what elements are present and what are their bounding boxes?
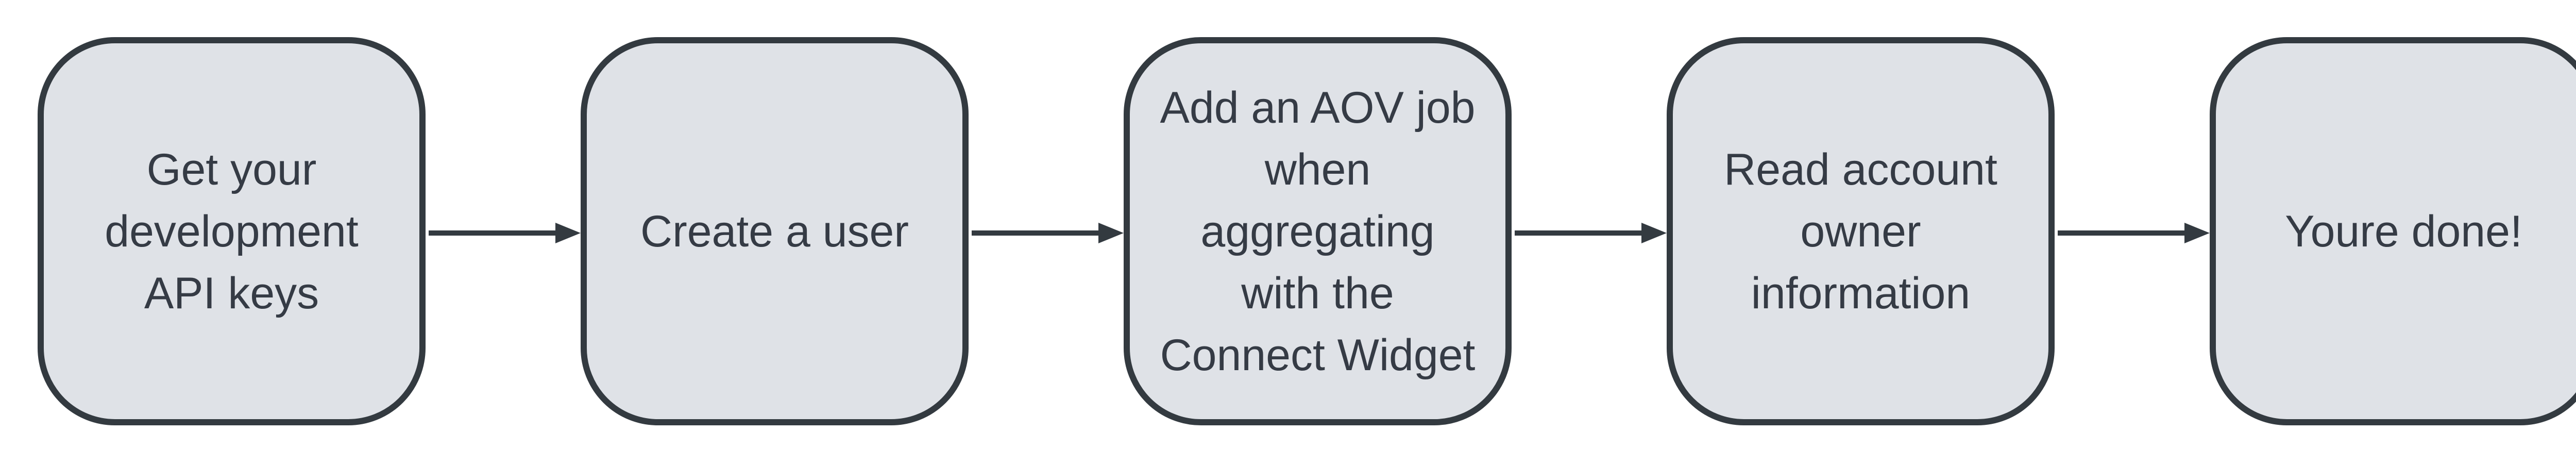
step-read-account-owner: Read account owner information (1667, 37, 2055, 425)
arrow-1 (429, 223, 581, 243)
arrow-4 (2058, 223, 2210, 243)
step-get-api-keys: Get your development API keys (38, 37, 426, 425)
step-label: Read account owner information (1724, 144, 1997, 318)
step-done: Youre done! (2210, 37, 2576, 425)
step-label: Get your development API keys (105, 144, 359, 318)
arrow-2 (972, 223, 1124, 243)
arrow-3 (1515, 223, 1667, 243)
step-label: Add an AOV job when aggregating with the… (1160, 82, 1476, 380)
step-label: Create a user (640, 206, 909, 256)
step-create-user: Create a user (581, 37, 969, 425)
step-add-aov-job: Add an AOV job when aggregating with the… (1124, 37, 1512, 425)
step-label: Youre done! (2285, 206, 2522, 256)
